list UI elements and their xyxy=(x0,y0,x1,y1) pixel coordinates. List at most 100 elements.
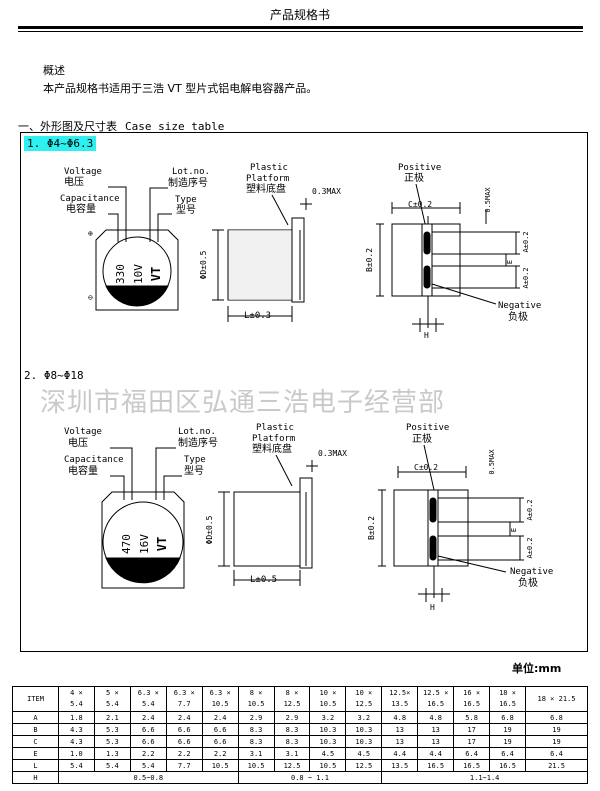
table-header-cell: 8 × 12.5 xyxy=(273,686,311,712)
size-line: 13.5 xyxy=(391,700,409,708)
dim-d: ΦD±0.5 xyxy=(199,250,208,279)
diagram2: Voltage 电压 Capacitance 电容量 Lot.no. 制造序号 … xyxy=(64,423,553,612)
negative-label-cn: 负极 xyxy=(518,576,538,589)
table-header-cell: ITEM xyxy=(12,686,59,712)
unit-label: 单位:mm xyxy=(512,662,562,675)
diagram2-label: 2. Φ8~Φ18 xyxy=(24,369,84,382)
plastic-label: Plastic xyxy=(256,423,294,433)
size-line: 16.5 xyxy=(499,700,516,708)
size-line: 10.5 xyxy=(319,700,337,708)
table-cell: 5.4 xyxy=(93,759,131,772)
table-cell: 6.4 xyxy=(525,747,588,760)
table-cell: 17 xyxy=(453,723,491,736)
table-cell: 3.2 xyxy=(309,711,347,724)
lot-label-cn: 制造序号 xyxy=(178,436,218,449)
table-cell: 6.8 xyxy=(489,711,526,724)
table-header-cell: 5 ×5.4 xyxy=(93,686,131,712)
table-cell: 5.4 xyxy=(129,759,167,772)
table-cell: 5.8 xyxy=(453,711,491,724)
table-header-cell: 12.5×13.5 xyxy=(381,686,419,712)
cap-value: 470 xyxy=(120,534,133,554)
voltage-label: Voltage xyxy=(64,167,102,177)
table-header-cell: 4 ×5.4 xyxy=(58,686,95,712)
table-cell: 4.5 xyxy=(309,747,347,760)
negative-label: Negative xyxy=(498,301,541,311)
table-cell: 10.3 xyxy=(345,723,383,736)
dim-a-top: A±0.2 xyxy=(526,499,534,520)
table-cell: 2.4 xyxy=(201,711,239,724)
size-line: 5 × xyxy=(106,689,119,697)
diagram-frame xyxy=(20,132,588,652)
size-line: 16.5 xyxy=(427,700,445,708)
table-header-cell: 8 ×10.5 xyxy=(237,686,275,712)
cap-value: 330 xyxy=(114,264,127,284)
table-row-label: B xyxy=(12,723,59,736)
table-cell: 16.5 xyxy=(453,759,491,772)
header-rule xyxy=(18,26,583,29)
dim-e: E xyxy=(506,260,514,264)
table-cell: 2.1 xyxy=(93,711,131,724)
table-cell: 4.8 xyxy=(417,711,455,724)
table-header-cell: 16 ×16.5 xyxy=(453,686,491,712)
header-rule-thin xyxy=(18,31,583,32)
table-cell: 19 xyxy=(525,735,588,748)
table-header-cell: 10 ×12.5 xyxy=(345,686,383,712)
size-line: 6.3 × xyxy=(209,689,231,697)
table-cell: 1.0 xyxy=(58,747,95,760)
table-header-cell: 10 ×10.5 xyxy=(309,686,347,712)
table-cell: 13.5 xyxy=(381,759,419,772)
table-row-label: H xyxy=(12,771,59,784)
volt-value: 10V xyxy=(132,264,145,284)
table-cell: 4.5 xyxy=(345,747,383,760)
size-line: 18 × 21.5 xyxy=(537,694,576,703)
table-cell: 1.8 xyxy=(58,711,95,724)
voltage-label: Voltage xyxy=(64,427,102,437)
diagram1-label: 1. Φ4~Φ6.3 xyxy=(24,136,97,151)
table-cell: 4.8 xyxy=(381,711,419,724)
max-05-label: 0.5MAX xyxy=(488,449,496,475)
type-label-cn: 型号 xyxy=(184,464,204,477)
table-cell: 6.4 xyxy=(453,747,491,760)
size-line: 18 × xyxy=(499,689,516,697)
table-cell: 3.1 xyxy=(273,747,311,760)
size-line: 4 × xyxy=(70,689,83,697)
table-row-label: L xyxy=(12,759,59,772)
plastic-label-cn: 塑料底盘 xyxy=(246,182,286,195)
table-cell: 13 xyxy=(381,723,419,736)
capacitance-label-cn: 电容量 xyxy=(68,464,98,477)
size-line: 16.5 xyxy=(463,700,481,708)
lot-label-cn: 制造序号 xyxy=(168,176,208,189)
lot-label: Lot.no. xyxy=(172,167,210,177)
table-cell: 13 xyxy=(417,735,455,748)
table-row-label: C xyxy=(12,735,59,748)
table-cell: 2.4 xyxy=(165,711,203,724)
table-header-cell: 18 × 16.5 xyxy=(489,686,526,712)
table-cell: 3.2 xyxy=(345,711,383,724)
type-value: VT xyxy=(155,537,169,551)
size-line: 10 × xyxy=(355,689,373,697)
plastic-label: Plastic xyxy=(250,163,288,173)
table-cell: 13 xyxy=(417,723,455,736)
size-line: 8 × xyxy=(285,689,299,697)
positive-label-cn: 正极 xyxy=(404,171,424,184)
table-cell: 10.5 xyxy=(201,759,239,772)
dim-b: B±0.2 xyxy=(367,516,376,540)
diagram1: Voltage 电压 Capacitance 电容量 Lot.no. 制造序号 … xyxy=(60,163,541,340)
dim-h: H xyxy=(430,603,435,612)
table-cell: 10.5 xyxy=(237,759,275,772)
dim-l: L±0.5 xyxy=(250,575,277,585)
table-header-cell: 6.3 ×10.5 xyxy=(201,686,239,712)
dim-b: B±0.2 xyxy=(365,248,374,272)
table-cell: 19 xyxy=(489,723,526,736)
table-cell: 6.6 xyxy=(165,735,203,748)
table-cell: 8.3 xyxy=(237,735,275,748)
document-title: 产品规格书 xyxy=(269,8,330,22)
size-line: 12.5 xyxy=(283,700,301,708)
table-cell: 12.5 xyxy=(345,759,383,772)
table-cell: 5.4 xyxy=(58,759,95,772)
